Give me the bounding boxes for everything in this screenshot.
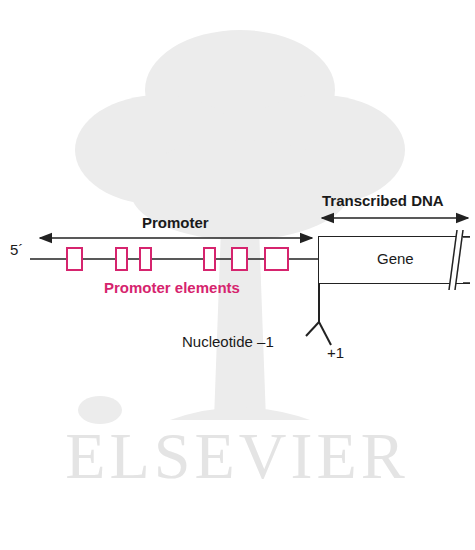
start-site-marker bbox=[306, 283, 331, 345]
watermark-text: ELSEVIER bbox=[65, 420, 409, 492]
promoter-span-arrow bbox=[40, 237, 312, 239]
annotation-label: +1 bbox=[327, 344, 344, 362]
watermark-tree bbox=[75, 30, 405, 424]
annotation-label: Transcribed DNA bbox=[322, 192, 444, 210]
gene-box: Gene bbox=[318, 236, 470, 284]
annotation-label: 5´ bbox=[10, 241, 23, 259]
annotation-label: Promoter bbox=[142, 214, 209, 232]
promoter-element bbox=[265, 248, 288, 270]
promoter-element bbox=[140, 248, 151, 270]
promoter-element bbox=[232, 248, 247, 270]
promoter-element bbox=[116, 248, 127, 270]
promoter-element bbox=[67, 248, 82, 270]
annotation-label: Nucleotide –1 bbox=[182, 333, 274, 351]
transcribed-span-arrow bbox=[322, 217, 468, 219]
promoter-elements bbox=[67, 248, 288, 270]
promoter-element bbox=[204, 248, 215, 270]
annotation-label: Promoter elements bbox=[104, 279, 240, 297]
gene-label: Gene bbox=[377, 250, 414, 268]
